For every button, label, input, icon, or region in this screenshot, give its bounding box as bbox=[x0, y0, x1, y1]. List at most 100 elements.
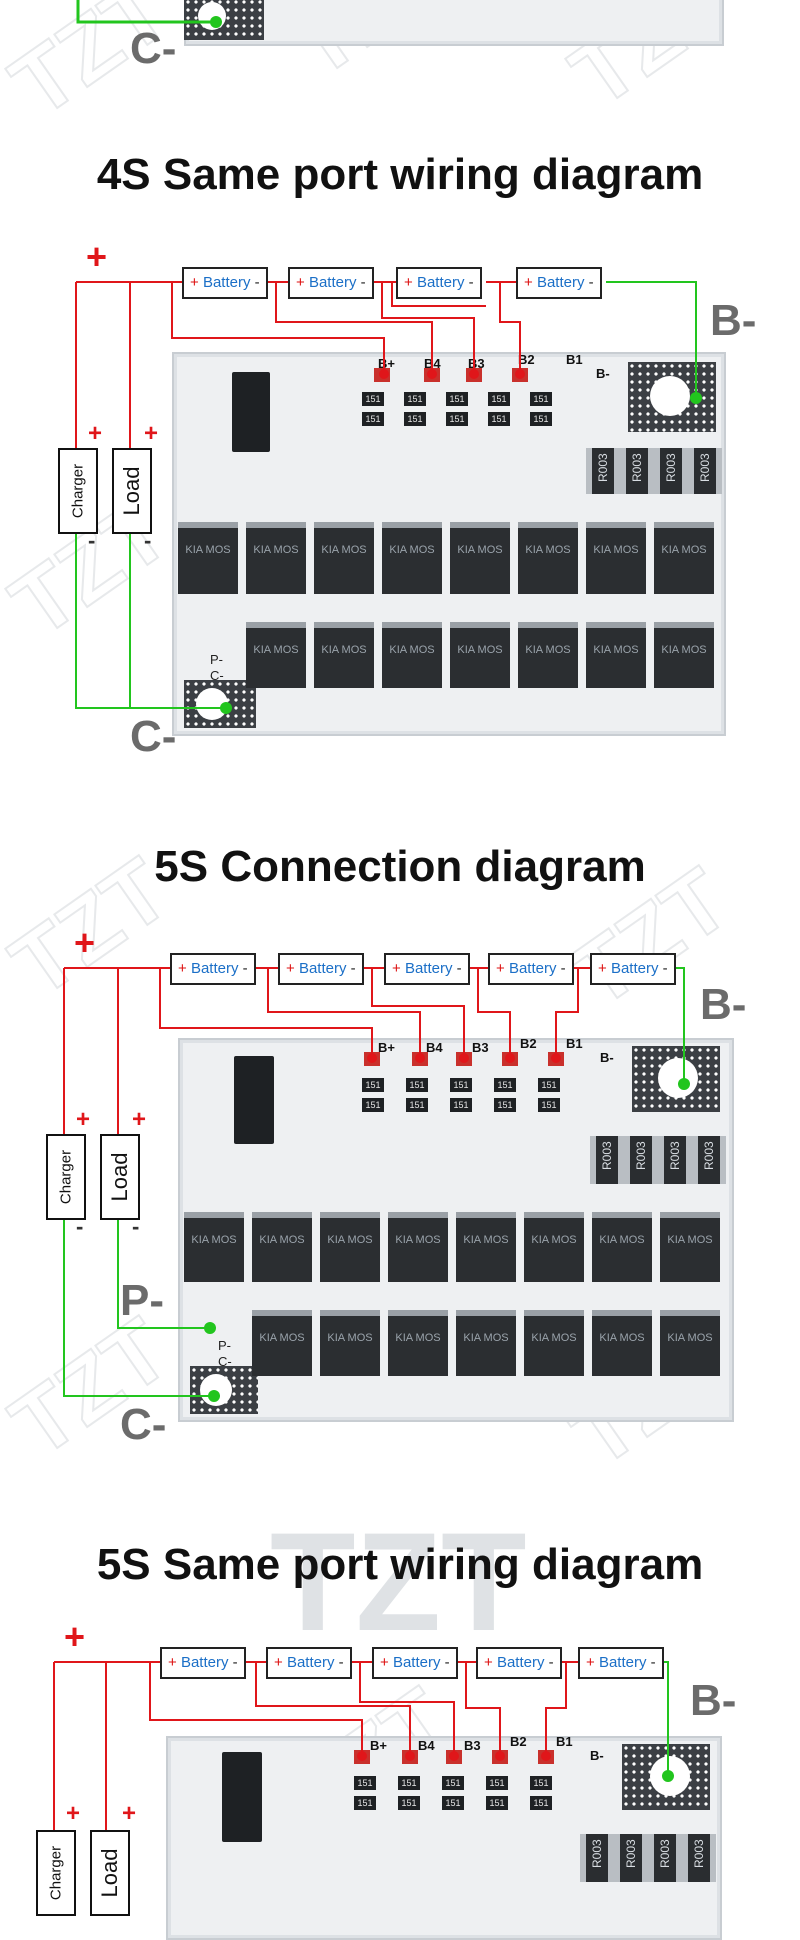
battery-plus: + bbox=[178, 960, 187, 977]
battery-plus: + bbox=[296, 274, 305, 291]
mosfet: KIA MOS bbox=[592, 1212, 652, 1282]
battery-box: + Battery - bbox=[516, 267, 602, 299]
mosfet-label: KIA MOS bbox=[525, 644, 571, 656]
shunt-resistor: R003 bbox=[586, 448, 620, 494]
battery-minus: - bbox=[338, 1654, 344, 1671]
mosfet-label: KIA MOS bbox=[463, 1234, 509, 1246]
top-fragment: C- bbox=[0, 0, 800, 90]
battery-plus: + bbox=[380, 1654, 389, 1671]
battery-label: Battery bbox=[202, 274, 251, 291]
battery-label: Battery bbox=[536, 274, 585, 291]
chip-151: 151 bbox=[442, 1776, 464, 1790]
wiring bbox=[63, 967, 690, 1402]
chip-151: 151 bbox=[362, 1078, 384, 1092]
load-plus-sign: + bbox=[132, 1106, 147, 1133]
load-plus-sign: + bbox=[144, 420, 159, 447]
chip-151: 151 bbox=[404, 392, 426, 406]
mosfet-label: KIA MOS bbox=[531, 1234, 577, 1246]
pad-b1: B1 bbox=[566, 1036, 583, 1051]
board-label-p: P- bbox=[218, 1338, 231, 1353]
mosfet-label: KIA MOS bbox=[661, 544, 707, 556]
mosfet-label: KIA MOS bbox=[321, 644, 367, 656]
battery-label: Battery bbox=[308, 274, 357, 291]
charger-plus-sign: + bbox=[76, 1106, 91, 1133]
mosfet: KIA MOS bbox=[320, 1212, 380, 1282]
pad-b3: B3 bbox=[468, 356, 485, 371]
mosfet-label: KIA MOS bbox=[593, 644, 639, 656]
shunt-resistor: R003 bbox=[614, 1834, 648, 1882]
chip-151: 151 bbox=[486, 1796, 508, 1810]
section-title: 5S Same port wiring diagram bbox=[96, 1540, 704, 1589]
chip-151: 151 bbox=[362, 1098, 384, 1112]
charger-box: Charger bbox=[36, 1830, 76, 1916]
load-plus-sign: + bbox=[122, 1800, 137, 1827]
battery-plus: + bbox=[496, 960, 505, 977]
battery-box: + Battery - bbox=[278, 953, 364, 985]
mosfet: KIA MOS bbox=[252, 1310, 312, 1376]
mosfet: KIA MOS bbox=[518, 622, 578, 688]
mosfet-label: KIA MOS bbox=[327, 1332, 373, 1344]
pad-b2: B2 bbox=[518, 352, 535, 367]
battery-plus: + bbox=[392, 960, 401, 977]
mosfet-label: KIA MOS bbox=[389, 644, 435, 656]
main-plus-sign: + bbox=[64, 1616, 86, 1657]
load-box: Load bbox=[112, 448, 152, 534]
battery-minus: - bbox=[254, 274, 260, 291]
pad-b1: B1 bbox=[556, 1734, 573, 1749]
mosfet: KIA MOS bbox=[450, 622, 510, 688]
pad-b3: B3 bbox=[464, 1738, 481, 1753]
battery-label: Battery bbox=[190, 960, 239, 977]
mosfet-label: KIA MOS bbox=[259, 1234, 305, 1246]
mosfet-label: KIA MOS bbox=[253, 544, 299, 556]
chip-151: 151 bbox=[450, 1098, 472, 1112]
battery-box: + Battery - bbox=[476, 1647, 562, 1679]
battery-box: + Battery - bbox=[266, 1647, 352, 1679]
battery-label: Battery bbox=[286, 1654, 335, 1671]
load-box: Load bbox=[90, 1830, 130, 1916]
pad-b-plus: B+ bbox=[370, 1738, 387, 1753]
load-minus-sign: - bbox=[144, 528, 152, 553]
mosfet: KIA MOS bbox=[524, 1212, 584, 1282]
load-box: Load bbox=[100, 1134, 140, 1220]
battery-minus: - bbox=[468, 274, 474, 291]
battery-plus: + bbox=[286, 960, 295, 977]
c-minus-pad bbox=[184, 0, 264, 40]
pad-b1: B1 bbox=[566, 352, 583, 367]
chip-151: 151 bbox=[406, 1098, 428, 1112]
mosfet: KIA MOS bbox=[450, 522, 510, 594]
mosfet: KIA MOS bbox=[314, 522, 374, 594]
mosfet: KIA MOS bbox=[654, 622, 714, 688]
mosfet: KIA MOS bbox=[246, 622, 306, 688]
mosfet-label: KIA MOS bbox=[593, 544, 639, 556]
chip-151: 151 bbox=[538, 1078, 560, 1092]
mosfet-label: KIA MOS bbox=[395, 1234, 441, 1246]
b-minus-label: B- bbox=[710, 296, 757, 345]
charger-plus-sign: + bbox=[66, 1800, 81, 1827]
battery-label: Battery bbox=[610, 960, 659, 977]
mosfet: KIA MOS bbox=[388, 1212, 448, 1282]
mosfet: KIA MOS bbox=[660, 1212, 720, 1282]
pad-b-minus: B- bbox=[596, 366, 610, 381]
chip-151: 151 bbox=[530, 392, 552, 406]
control-ic bbox=[232, 372, 270, 452]
b-minus-hole bbox=[658, 1058, 698, 1098]
c-minus-label: C- bbox=[130, 712, 177, 761]
charger-plus-sign: + bbox=[88, 420, 103, 447]
shunt-resistor: R003 bbox=[648, 1834, 682, 1882]
mosfet: KIA MOS bbox=[586, 622, 646, 688]
battery-minus: - bbox=[456, 960, 462, 977]
chip-151: 151 bbox=[446, 412, 468, 426]
mosfet-label: KIA MOS bbox=[389, 544, 435, 556]
pad-b-plus: B+ bbox=[378, 1040, 395, 1055]
shunt-resistor: R003 bbox=[590, 1136, 624, 1184]
battery-minus: - bbox=[360, 274, 366, 291]
chip-151: 151 bbox=[494, 1098, 516, 1112]
board-label-p: P- bbox=[210, 652, 223, 667]
battery-label: Battery bbox=[416, 274, 465, 291]
mosfet-label: KIA MOS bbox=[599, 1234, 645, 1246]
shunt-resistor: R003 bbox=[580, 1834, 614, 1882]
battery-box: + Battery - bbox=[384, 953, 470, 985]
mosfet: KIA MOS bbox=[654, 522, 714, 594]
wiring bbox=[75, 281, 702, 714]
shunt-resistor: R003 bbox=[620, 448, 654, 494]
